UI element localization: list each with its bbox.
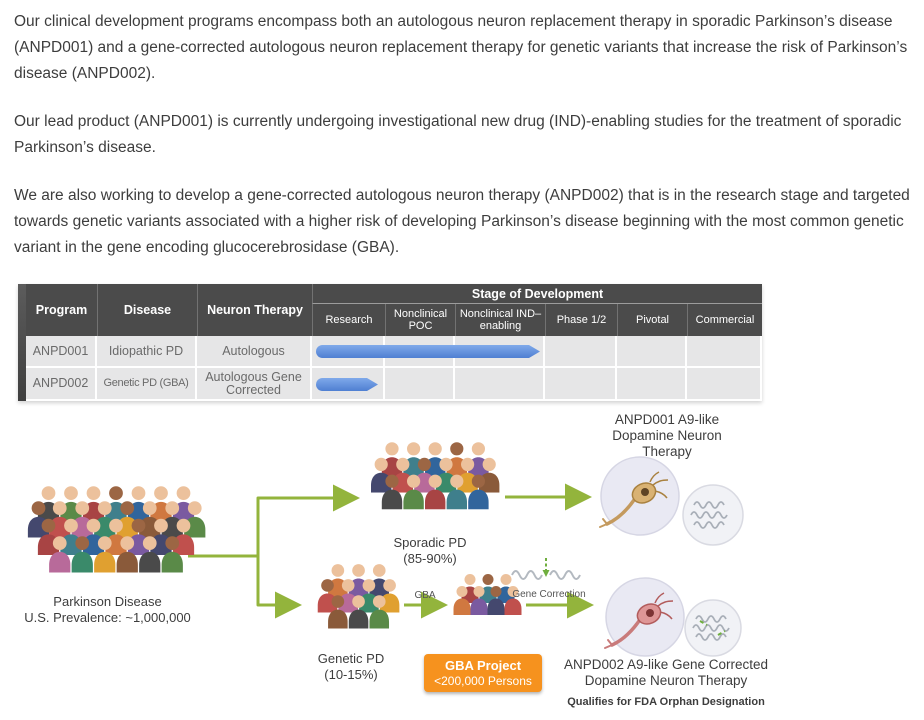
stage-header-commercial: Commercial xyxy=(687,304,762,336)
cell-program-anpd002: ANPD002 xyxy=(26,368,97,401)
cell-disease-anpd002: Genetic PD (GBA) xyxy=(97,368,197,401)
stage-header-pivotal: Pivotal xyxy=(617,304,687,336)
gene-correction-label: Gene Correction xyxy=(512,589,586,600)
pipeline-table: Program Disease Neuron Therapy Stage of … xyxy=(18,284,762,401)
stage-cell xyxy=(617,336,687,368)
cell-therapy-anpd001: Autologous xyxy=(197,336,312,368)
pipeline-grid: Program Disease Neuron Therapy Stage of … xyxy=(26,284,762,401)
intro-paragraph-2: Our lead product (ANPD001) is currently … xyxy=(14,113,902,156)
stage-cell xyxy=(545,336,617,368)
progress-bar-anpd002 xyxy=(316,378,378,391)
crowd-parkinson-population xyxy=(27,486,206,573)
table-left-edge xyxy=(18,284,26,401)
intro-paragraph-3: We are also working to develop a gene-co… xyxy=(14,187,910,256)
stage-header-nonclinical-poc: Nonclinical POC xyxy=(385,304,455,336)
anpd002-therapy-label: ANPD002 A9-like Gene Corrected Dopamine … xyxy=(563,657,769,688)
neuron-anpd002-illustration xyxy=(604,577,742,657)
stage-cell xyxy=(617,368,687,401)
cell-program-anpd001: ANPD001 xyxy=(26,336,97,368)
stage-cell xyxy=(687,336,762,368)
genetic-pd-label: Genetic PD (10-15%) xyxy=(317,651,385,682)
stage-header-research: Research xyxy=(312,304,385,336)
stage-cell xyxy=(545,368,617,401)
gba-arrow-label: GBA xyxy=(414,590,436,601)
stage-of-development-header: Stage of Development xyxy=(312,284,762,304)
intro-paragraph-1: Our clinical development programs encomp… xyxy=(14,13,908,82)
stage-cell xyxy=(455,368,545,401)
col-header-disease: Disease xyxy=(97,284,197,336)
crowd-genetic-pd xyxy=(317,564,400,629)
stage-cell xyxy=(385,368,455,401)
cell-therapy-anpd002: Autologous Gene Corrected xyxy=(197,368,312,401)
flow-arrows xyxy=(188,483,594,619)
stage-cell xyxy=(687,368,762,401)
gba-project-title: GBA Project xyxy=(444,658,522,673)
gene-correction-icon xyxy=(511,558,581,580)
pipeline-diagram: ANPD001 A9-like Dopamine Neuron Therapy … xyxy=(0,405,924,720)
stage-header-ind-enabling: Nonclinical IND–enabling xyxy=(455,304,545,336)
neuron-anpd001-illustration xyxy=(599,456,744,546)
crowd-sporadic-pd xyxy=(371,442,500,510)
cell-disease-anpd001: Idiopathic PD xyxy=(97,336,197,368)
intro-text: Our clinical development programs encomp… xyxy=(14,0,913,283)
gba-project-badge: GBA Project <200,000 Persons xyxy=(424,654,542,692)
gba-project-subtitle: <200,000 Persons xyxy=(434,674,532,688)
orphan-designation-label: Qualifies for FDA Orphan Designation xyxy=(567,696,765,708)
sporadic-pd-label: Sporadic PD (85-90%) xyxy=(393,535,467,566)
stage-header-phase-1-2: Phase 1/2 xyxy=(545,304,617,336)
diagram-illustration xyxy=(27,442,744,657)
col-header-neuron-therapy: Neuron Therapy xyxy=(197,284,312,336)
parkinson-prevalence-label: Parkinson Disease U.S. Prevalence: ~1,00… xyxy=(24,594,191,625)
progress-bar-anpd001 xyxy=(316,345,540,358)
anpd001-therapy-label: ANPD001 A9-like Dopamine Neuron Therapy xyxy=(612,412,722,459)
col-header-program: Program xyxy=(26,284,97,336)
